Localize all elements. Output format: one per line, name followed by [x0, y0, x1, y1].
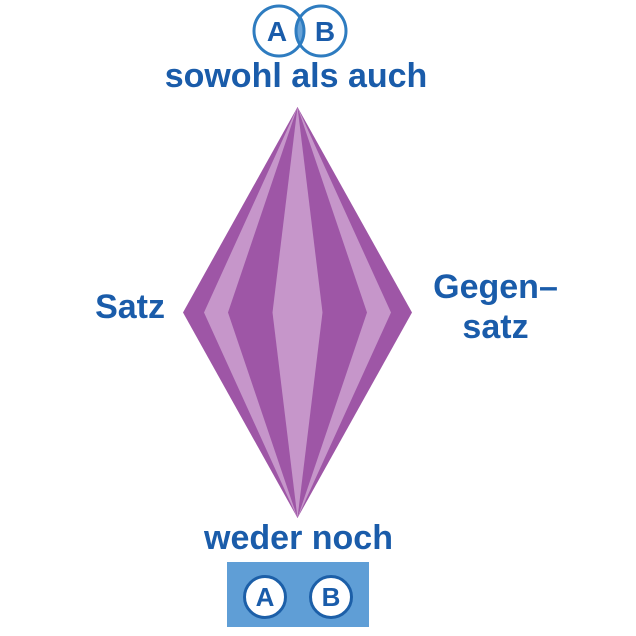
set-b-label: B — [321, 581, 341, 612]
venn-set-b-label: B — [315, 16, 335, 47]
venn-circle-b — [294, 4, 348, 58]
right-label-line1: Gegen– — [433, 268, 558, 306]
venn-set-a-label: A — [267, 16, 287, 47]
set-a-circle: A — [243, 575, 287, 619]
top-label: sowohl als auch — [164, 57, 428, 95]
disjoint-sets-icon: A B — [227, 562, 369, 627]
bottom-label: weder noch — [204, 519, 393, 557]
venn-circle-a — [252, 4, 306, 58]
set-b-circle: B — [309, 575, 353, 619]
left-label: Satz — [95, 288, 165, 326]
diamond-layer-4 — [272, 107, 323, 518]
set-a-label: A — [255, 581, 275, 612]
right-label-line2: satz — [462, 308, 529, 346]
venn-overlap-icon: A B — [252, 4, 348, 58]
right-label: Gegen– satz — [428, 267, 563, 347]
faceted-diamond — [183, 107, 412, 518]
